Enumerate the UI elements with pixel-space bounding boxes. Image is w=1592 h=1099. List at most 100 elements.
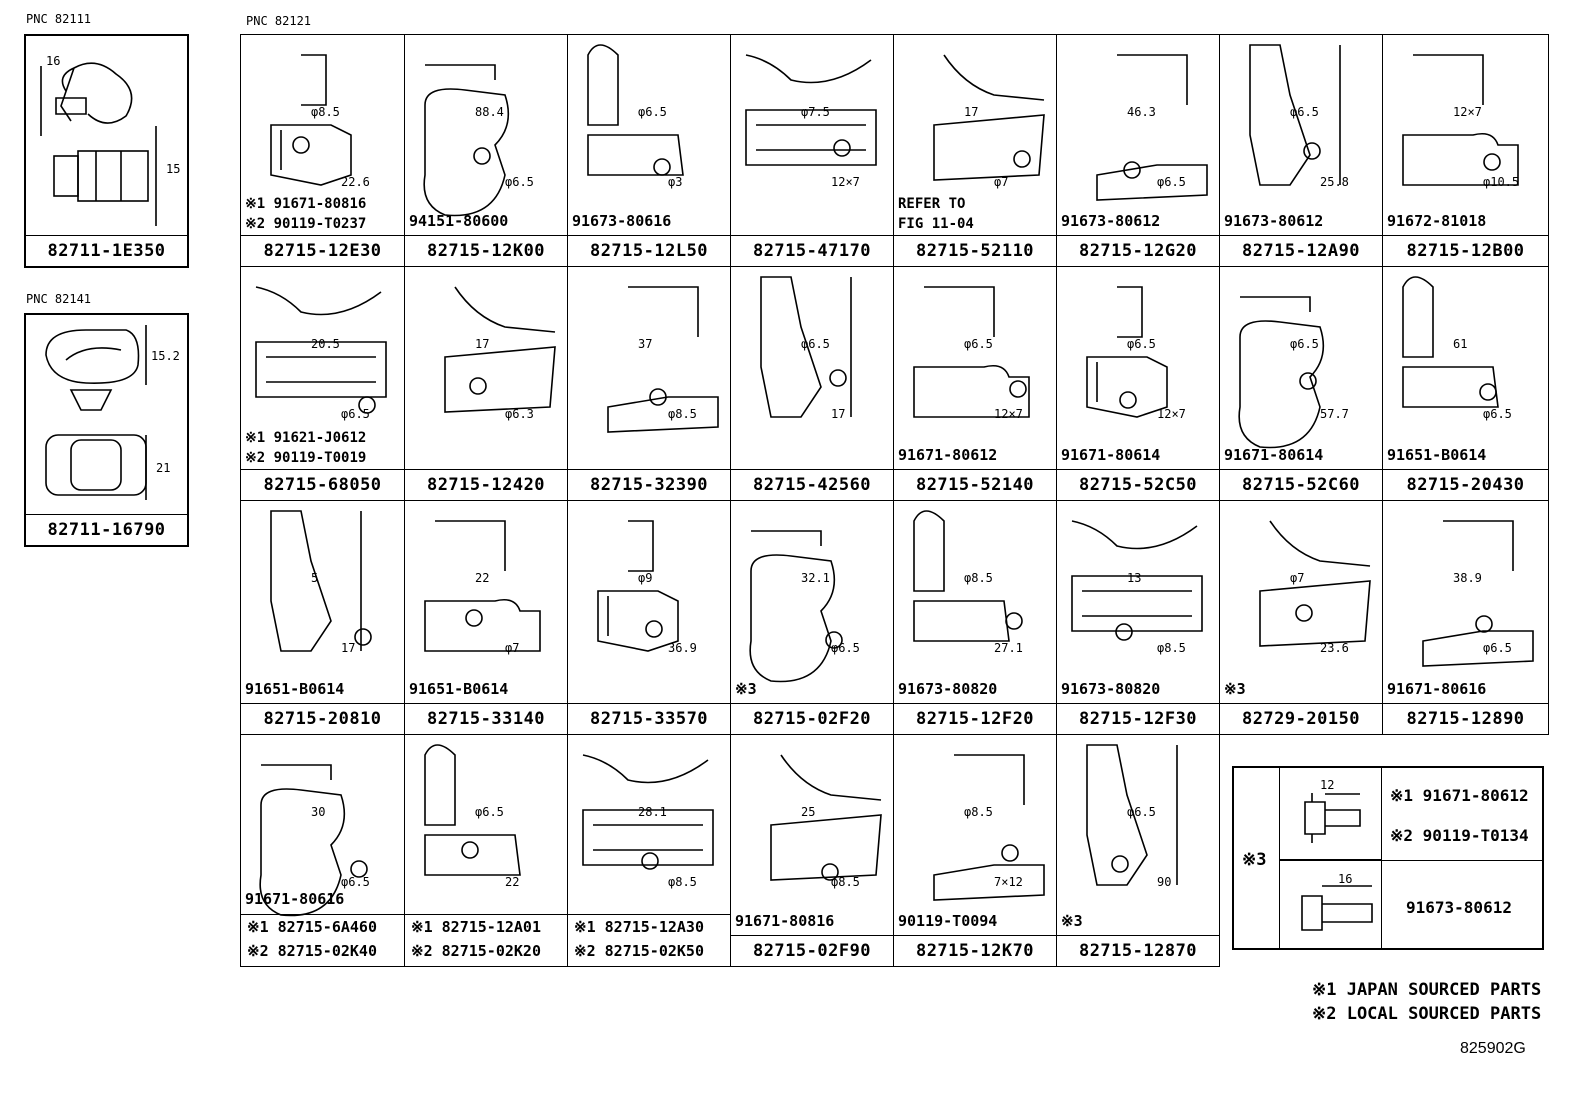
bolt-part-number: 91651-B0614	[1387, 446, 1487, 464]
part-number: 82715-32390	[568, 469, 730, 500]
dim-label: φ6.5	[1127, 337, 1156, 351]
bolt-part-number: 91672-81018	[1387, 212, 1487, 230]
dim-label: φ8.5	[311, 105, 340, 119]
bracket-drawing	[259, 764, 368, 917]
part-number: 82715-12A90	[1220, 235, 1382, 266]
part-number: 82729-20150	[1220, 703, 1382, 734]
dim-label: φ8.5	[668, 875, 697, 889]
bolt-part-number: ※3	[1224, 680, 1246, 698]
bolt-part-number: 91673-80820	[1061, 680, 1161, 698]
dim-label: 57.7	[1320, 407, 1349, 421]
dim-label: 22	[505, 875, 520, 889]
part-box-82711-16790[interactable]: 15.2 21 82711-16790	[24, 313, 189, 547]
part-number: 82715-12K70	[894, 935, 1056, 966]
dim-label: φ3	[668, 175, 683, 189]
legend-part: 91673-80612	[1406, 898, 1512, 917]
dim-label: φ6.5	[475, 805, 504, 819]
dim-label: 38.9	[1453, 571, 1482, 585]
clip-drawing	[40, 62, 157, 226]
bolt-part-number: 91671-80614	[1061, 446, 1161, 464]
bolt-part-number: 91673-80820	[898, 680, 998, 698]
dim-label: 25.8	[1320, 175, 1349, 189]
bracket-drawing	[270, 54, 352, 186]
part-number: 82715-68050	[241, 469, 404, 500]
dim-label: 12×7	[994, 407, 1023, 421]
dim-label: φ6.5	[505, 175, 534, 189]
bolt-part-number: ※1 91621-J0612	[245, 430, 367, 446]
bolt-part-number: 91651-B0614	[409, 680, 509, 698]
dim-label: 22	[475, 571, 490, 585]
bracket-drawing	[1096, 54, 1208, 201]
dim-label: 16	[1338, 872, 1353, 886]
dim-label: φ6.5	[1127, 805, 1156, 819]
dim-label: 21	[156, 461, 171, 475]
bolt-part-number: 90119-T0094	[898, 912, 998, 930]
dim-label: 17	[341, 641, 356, 655]
dim-label: 32.1	[801, 571, 830, 585]
part-number: 82715-20810	[241, 703, 404, 734]
dim-label: 23.6	[1320, 641, 1349, 655]
part-number: 82715-12K00	[405, 235, 567, 266]
bracket-drawing	[1422, 520, 1534, 667]
bolt-part-number: 91671-80816	[735, 912, 835, 930]
part-number: 82715-12870	[1057, 935, 1219, 966]
dim-label: φ6.5	[1483, 407, 1512, 421]
bolt-drawing	[1301, 793, 1373, 931]
bracket-drawing	[1086, 744, 1178, 886]
dim-label: φ6.5	[1483, 641, 1512, 655]
dim-label: φ10.5	[1483, 175, 1520, 189]
part-number: ※1 82715-12A30※2 82715-02K50	[568, 914, 730, 966]
bolt-part-number: 91671-80616	[245, 890, 345, 908]
bracket-drawing	[745, 54, 877, 166]
part-number: 82715-33140	[405, 703, 567, 734]
dim-label: φ9	[638, 571, 653, 585]
dim-label: 12×7	[831, 175, 860, 189]
dim-label: 13	[1127, 571, 1142, 585]
part-number: 82715-52C50	[1057, 469, 1219, 500]
bolt-part-number: 91673-80612	[1224, 212, 1324, 230]
part-number: 82715-12E30	[241, 235, 404, 266]
dim-label: φ8.5	[964, 805, 993, 819]
dim-label: 90	[1157, 875, 1172, 889]
part-number: 82715-12F20	[894, 703, 1056, 734]
part-box-82711-1E350[interactable]: 16 15 82711-1E350	[24, 34, 189, 268]
bolt-part-number: 91651-B0614	[245, 680, 345, 698]
dim-label: 15	[166, 162, 181, 176]
dim-label: φ6.5	[831, 641, 860, 655]
bolt-part-number: ※3	[1061, 912, 1083, 930]
bracket-drawing	[1238, 296, 1325, 449]
bracket-drawing	[770, 754, 882, 881]
dim-label: 37	[638, 337, 653, 351]
part-cell[interactable]: φ6.5 90 ※3 82715-12870	[1056, 734, 1220, 967]
drawing-code: 825902G	[1460, 1040, 1526, 1057]
